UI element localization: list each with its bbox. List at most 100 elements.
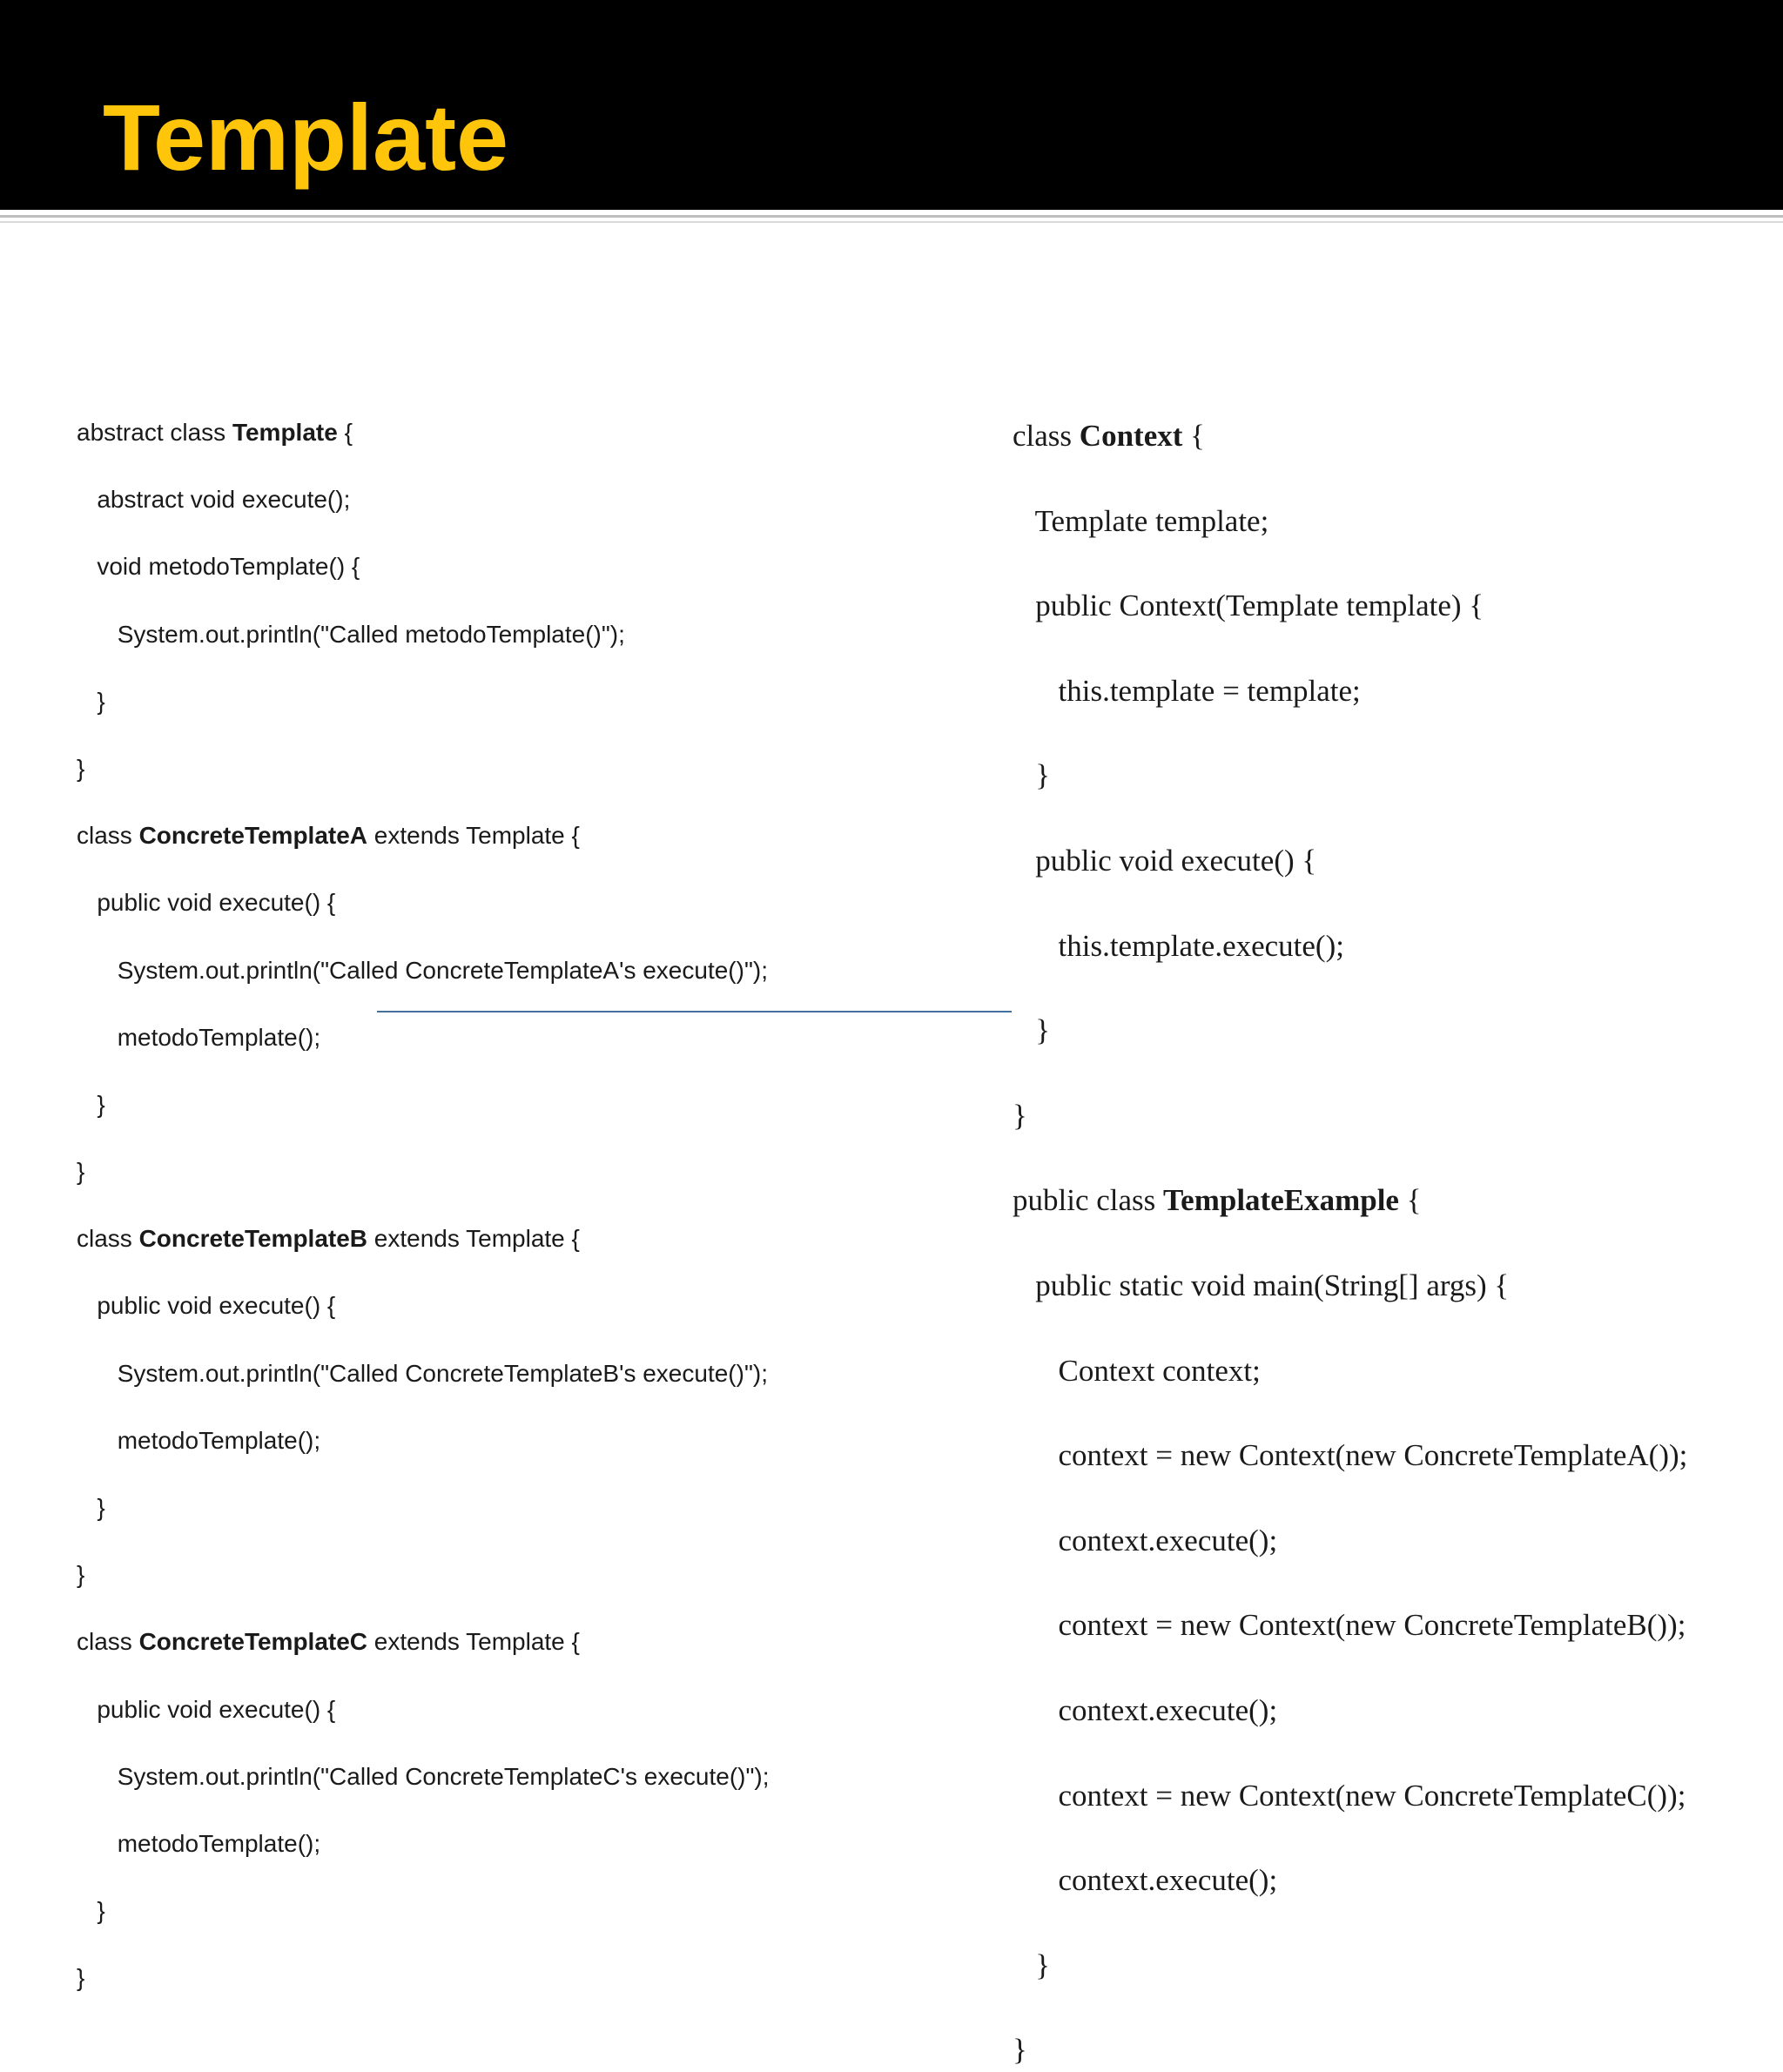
code-line: this.template.execute();	[1013, 925, 1783, 968]
code-line: class Context {	[1013, 415, 1783, 458]
code-line: context = new Context(new ConcreteTempla…	[1013, 1435, 1783, 1477]
code-text: }	[97, 1090, 105, 1118]
code-block-right: class Context { Template template; publi…	[1013, 415, 1783, 2072]
code-text: public void execute() {	[97, 1695, 336, 1723]
code-text: abstract class	[77, 419, 232, 446]
code-indent	[1013, 1268, 1035, 1302]
code-text: class	[1013, 419, 1080, 453]
code-indent	[1013, 844, 1035, 878]
code-line: }	[77, 1961, 965, 1995]
code-text: extends Template {	[367, 1225, 580, 1253]
code-text: }	[1035, 1013, 1051, 1048]
code-line: abstract void execute();	[77, 483, 965, 517]
code-indent	[1013, 758, 1035, 792]
code-line: }	[77, 1088, 965, 1122]
code-line: Template template;	[1013, 501, 1783, 543]
code-text: public void execute() {	[1035, 843, 1317, 878]
code-line: }	[1013, 1010, 1783, 1053]
code-line: System.out.println("Called metodoTemplat…	[77, 618, 965, 652]
code-text: class	[77, 1628, 139, 1656]
code-line: metodoTemplate();	[77, 1021, 965, 1055]
code-line: this.template = template;	[1013, 670, 1783, 713]
code-line: context.execute();	[1013, 1520, 1783, 1563]
code-text: void metodoTemplate() {	[97, 553, 360, 581]
code-text: System.out.println("Called ConcreteTempl…	[117, 1762, 770, 1790]
code-line: }	[1013, 1945, 1783, 1988]
code-indent	[1013, 674, 1059, 708]
code-indent	[77, 1830, 118, 1857]
code-text: context.execute();	[1058, 1523, 1278, 1557]
code-text: context.execute();	[1058, 1692, 1278, 1727]
code-indent	[77, 486, 97, 513]
code-text: context = new Context(new ConcreteTempla…	[1058, 1778, 1686, 1813]
code-text: extends Template {	[367, 1628, 580, 1656]
code-line: class ConcreteTemplateA extends Template…	[77, 819, 965, 853]
code-indent	[1013, 504, 1035, 538]
code-line: public Context(Template template) {	[1013, 585, 1783, 628]
code-identifier-bold: ConcreteTemplateA	[138, 822, 368, 850]
code-line: }	[1013, 2029, 1783, 2072]
code-indent	[77, 957, 118, 984]
code-line: abstract class Template {	[77, 416, 965, 450]
code-line: context.execute();	[1013, 1690, 1783, 1732]
code-identifier-bold: TemplateExample	[1163, 1183, 1399, 1218]
code-indent	[77, 1091, 97, 1118]
header-divider-rule-top	[0, 215, 1783, 218]
code-text: this.template.execute();	[1058, 928, 1344, 963]
code-indent	[1013, 1524, 1059, 1557]
code-text: }	[77, 1158, 85, 1186]
code-line: }	[1013, 755, 1783, 797]
code-text: }	[77, 754, 85, 782]
code-line: class ConcreteTemplateB extends Template…	[77, 1222, 965, 1256]
code-text: public static void main(String[] args) {	[1035, 1268, 1510, 1302]
code-line: }	[77, 685, 965, 719]
code-identifier-bold: ConcreteTemplateB	[138, 1225, 368, 1253]
code-text: System.out.println("Called metodoTemplat…	[117, 620, 625, 648]
code-indent	[1013, 1779, 1059, 1813]
code-line: public void execute() {	[77, 1693, 965, 1727]
code-line: System.out.println("Called ConcreteTempl…	[77, 1357, 965, 1391]
code-text: public void execute() {	[97, 1292, 336, 1320]
code-line: metodoTemplate();	[77, 1424, 965, 1458]
code-text: }	[1035, 758, 1051, 793]
code-line: public static void main(String[] args) {	[1013, 1265, 1783, 1308]
horizontal-accent-rule	[377, 1011, 1012, 1012]
code-indent	[1013, 1013, 1035, 1047]
code-indent	[77, 1696, 97, 1723]
code-text: }	[97, 1897, 105, 1925]
code-indent	[77, 1494, 97, 1521]
code-text: }	[1035, 1948, 1051, 1982]
code-line: metodoTemplate();	[77, 1827, 965, 1861]
code-text: public Context(Template template) {	[1035, 589, 1484, 623]
code-text: context = new Context(new ConcreteTempla…	[1058, 1608, 1686, 1643]
code-text: Context context;	[1058, 1353, 1261, 1388]
code-line: Context context;	[1013, 1350, 1783, 1393]
code-text: System.out.println("Called ConcreteTempl…	[117, 1359, 768, 1387]
code-text: public class	[1013, 1183, 1164, 1218]
code-text: {	[1182, 419, 1205, 453]
code-indent	[1013, 1608, 1059, 1642]
code-text: {	[337, 419, 353, 446]
code-text: Template template;	[1034, 503, 1269, 538]
code-text: metodoTemplate();	[117, 1829, 321, 1857]
code-text: }	[77, 1561, 85, 1589]
page-title: Template	[103, 84, 509, 190]
code-indent	[77, 1024, 118, 1051]
code-text: }	[1013, 2033, 1027, 2068]
code-line: public class TemplateExample {	[1013, 1180, 1783, 1222]
code-indent	[77, 1897, 97, 1924]
code-text: metodoTemplate();	[117, 1426, 321, 1454]
code-indent	[77, 1292, 97, 1319]
code-text: context = new Context(new ConcreteTempla…	[1058, 1438, 1688, 1473]
code-indent	[1013, 589, 1035, 622]
code-line: public void execute() {	[1013, 840, 1783, 883]
code-text: System.out.println("Called ConcreteTempl…	[117, 956, 768, 984]
code-text: }	[97, 1494, 105, 1521]
code-identifier-bold: Template	[232, 419, 338, 446]
code-identifier-bold: Context	[1079, 419, 1183, 453]
code-line: context.execute();	[1013, 1860, 1783, 1902]
code-indent	[77, 1427, 118, 1454]
slide-header-band: Template	[0, 0, 1783, 210]
code-indent	[1013, 1693, 1059, 1727]
code-indent	[1013, 1948, 1035, 1982]
